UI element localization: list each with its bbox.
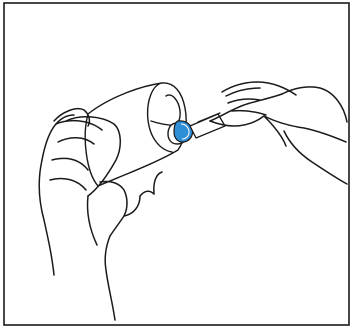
illustration-frame <box>4 3 349 325</box>
